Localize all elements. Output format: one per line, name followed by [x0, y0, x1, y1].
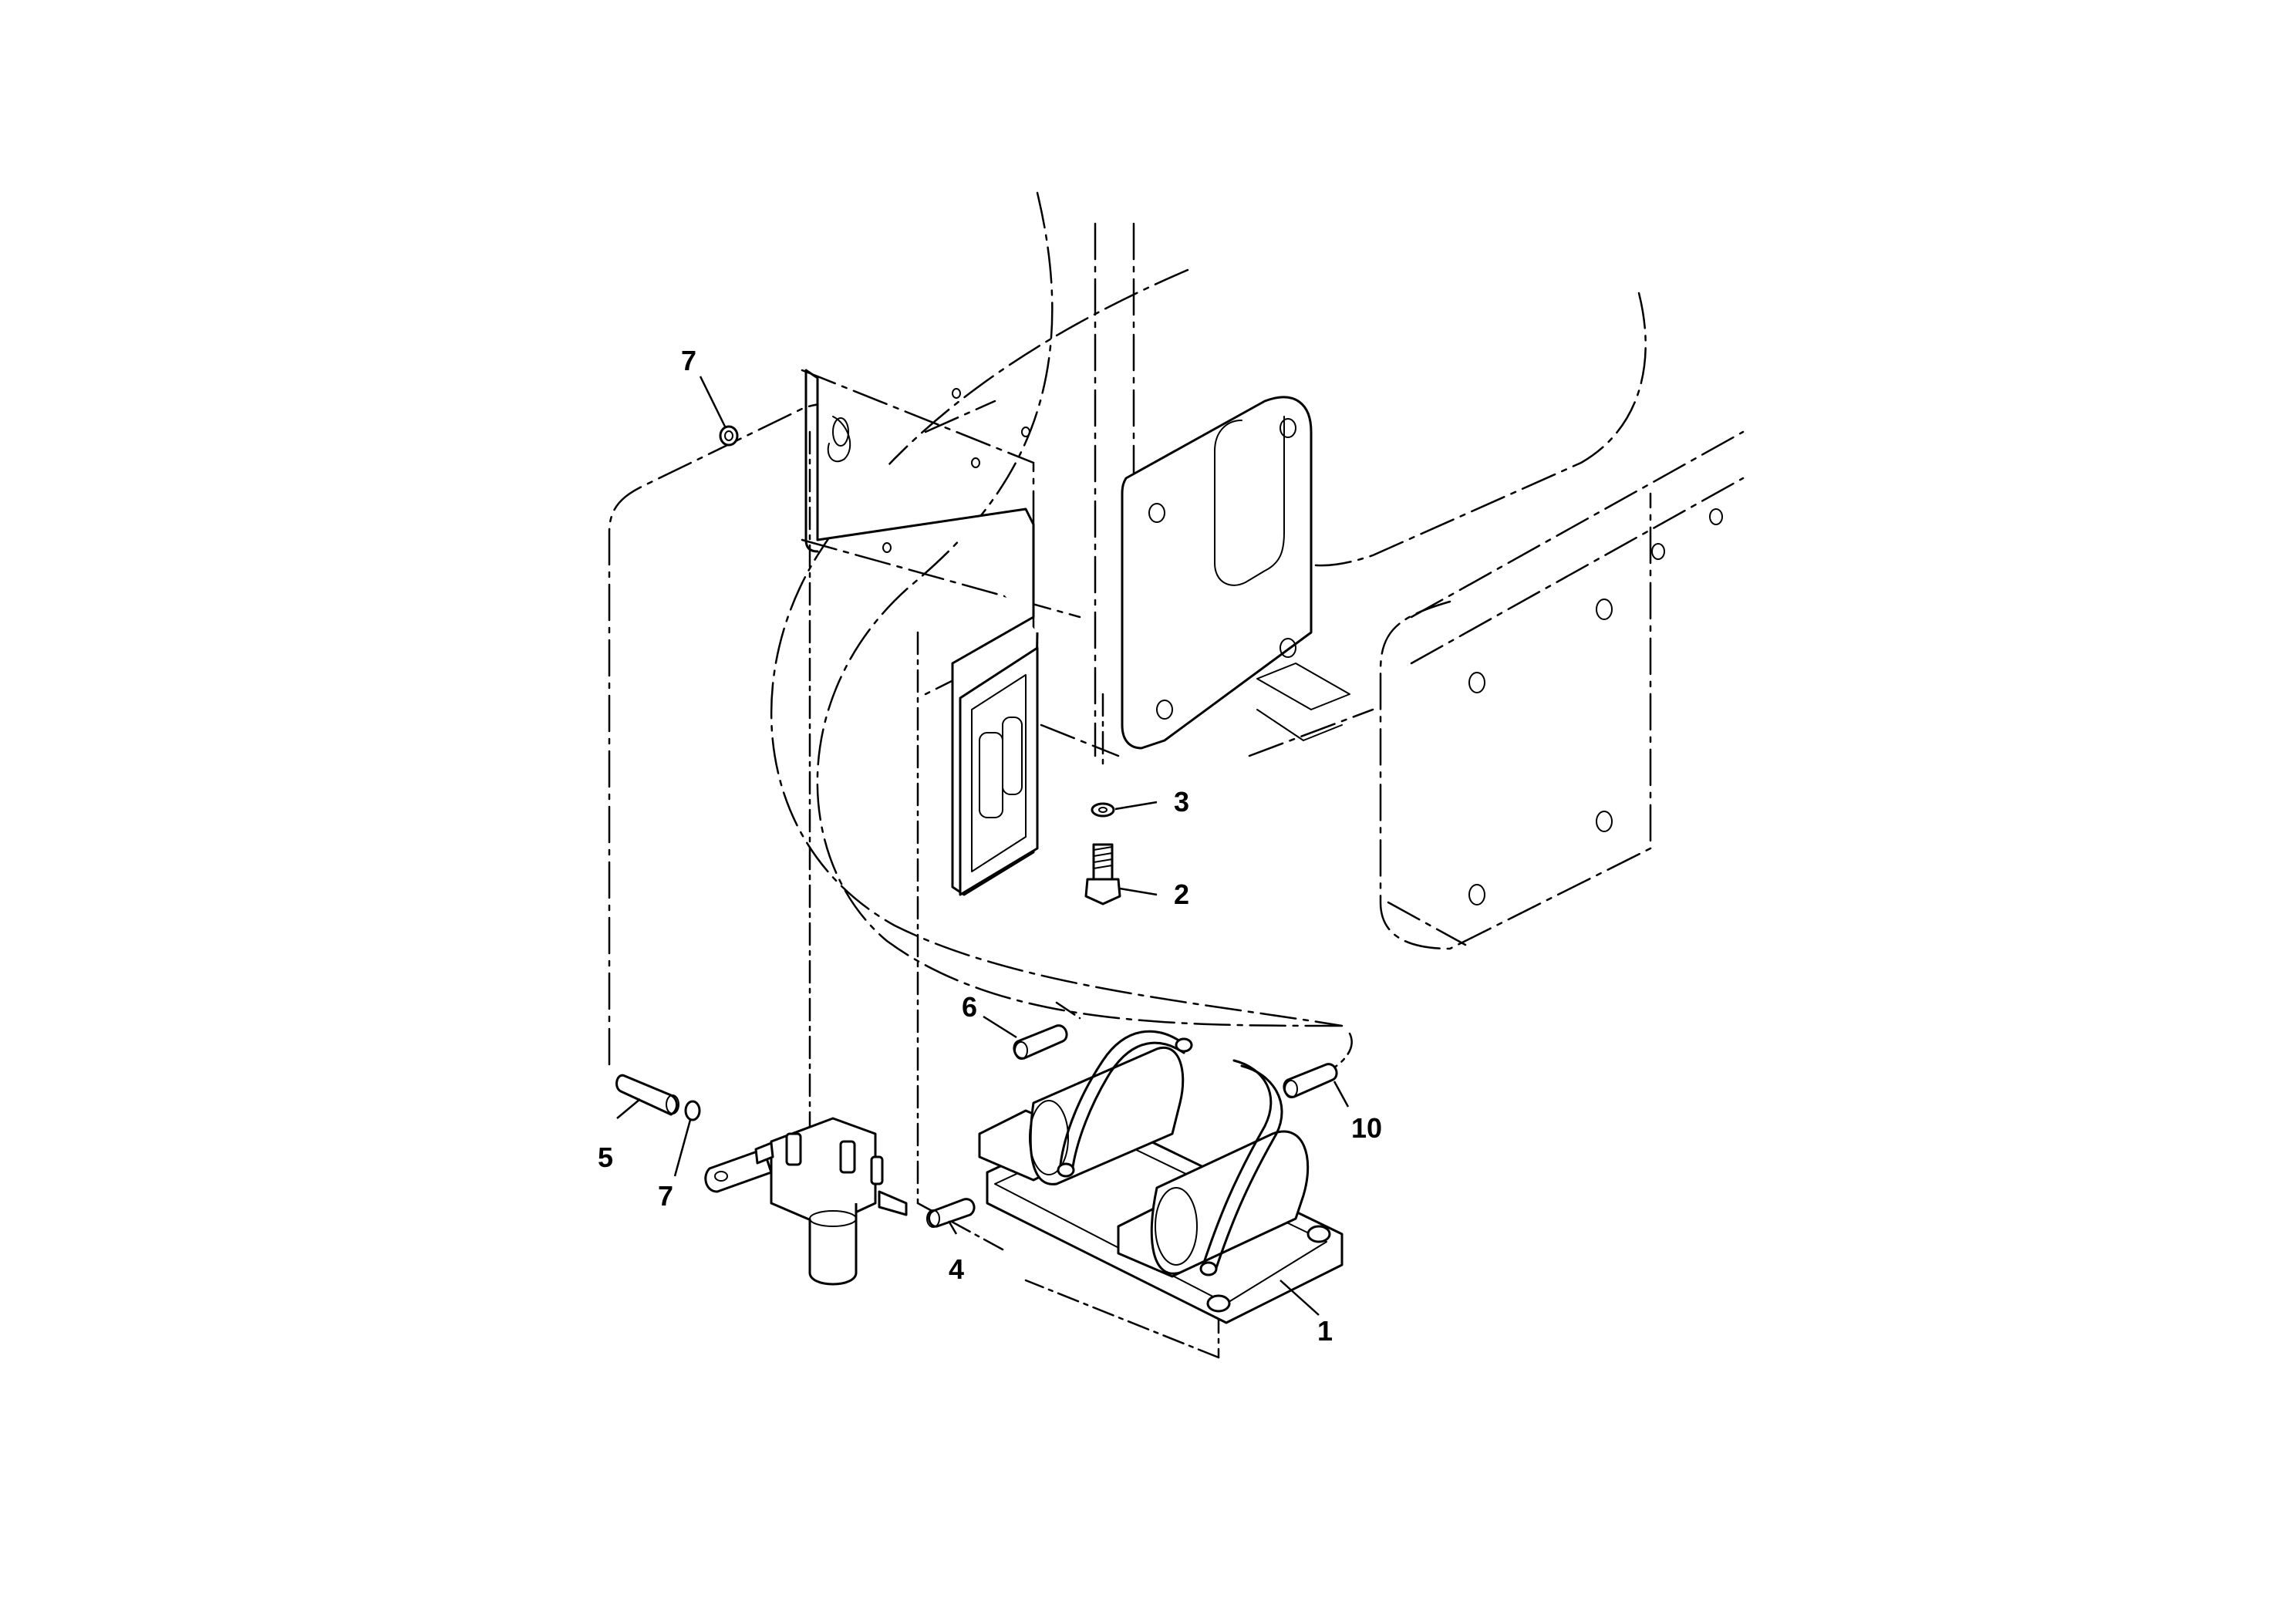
filter-assembly-1 — [978, 1030, 1344, 1324]
callout-7-top: 7 — [681, 345, 696, 376]
callout-2: 2 — [1174, 878, 1189, 910]
right-bracket — [1121, 396, 1350, 750]
hose-10 — [1283, 1063, 1338, 1098]
hose-4 — [926, 1198, 976, 1228]
mounting-plate — [804, 369, 1039, 896]
callout-3: 3 — [1174, 786, 1189, 818]
callout-10: 10 — [1351, 1112, 1382, 1144]
callout-4: 4 — [949, 1253, 964, 1285]
hose-5 — [615, 1074, 679, 1116]
callout-5: 5 — [598, 1141, 613, 1173]
bolt-2 — [1084, 843, 1121, 905]
leader-lines — [616, 376, 1350, 1316]
machine-body-phantom — [608, 191, 1745, 1359]
valve-assembly — [704, 1117, 908, 1286]
clamp-7-bottom — [684, 1100, 701, 1121]
callout-7-bottom: 7 — [658, 1180, 673, 1212]
clamp-7-top — [719, 425, 739, 447]
washer-3 — [1091, 802, 1115, 818]
hose-6 — [1013, 1024, 1068, 1060]
callout-6: 6 — [962, 991, 977, 1023]
callout-1: 1 — [1317, 1315, 1333, 1347]
